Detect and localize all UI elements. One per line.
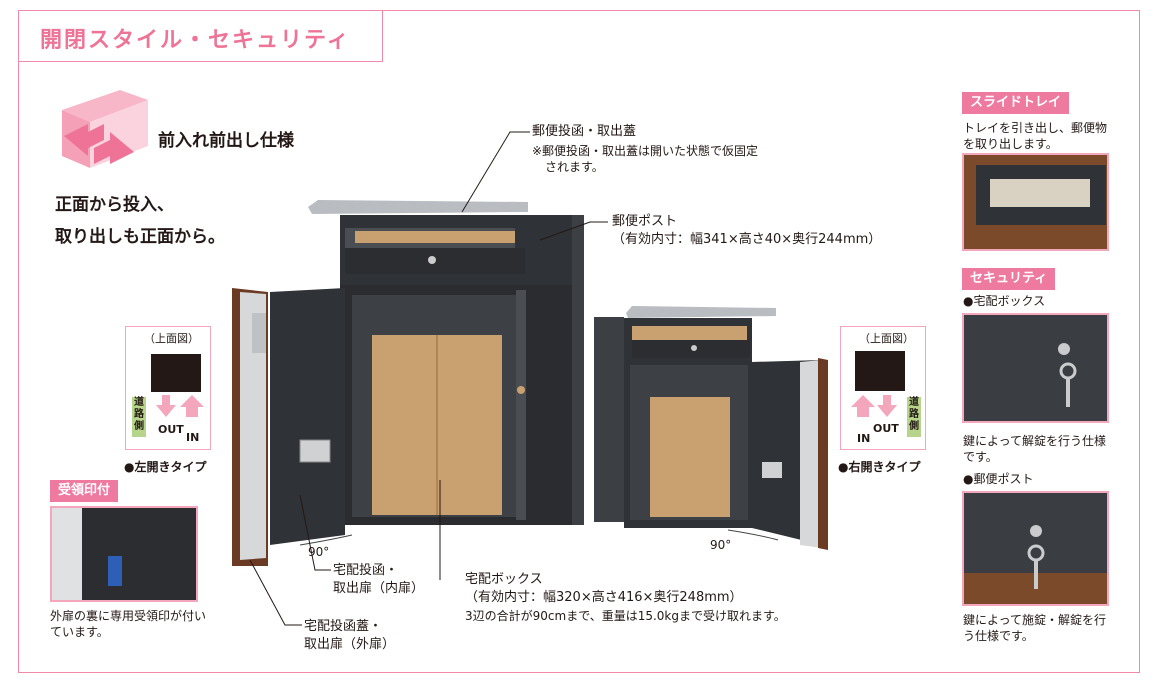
road-label-right: 道路側 [907, 397, 921, 437]
in-out-arrows-right-icon [851, 395, 897, 417]
parcel-key-caption: 鍵によって解錠を行う仕様です。 [963, 434, 1107, 464]
in-label-right: IN [857, 432, 871, 445]
out-label-left: OUT [158, 423, 184, 436]
top-view-right-box [855, 351, 905, 391]
mail-lid-note2: されます。 [545, 160, 604, 174]
top-view-left-title: （上面図） [144, 332, 199, 345]
in-out-arrows-left-icon [156, 395, 204, 417]
slide-tray-caption: トレイを引き出し、郵便物を取り出します。 [963, 121, 1108, 151]
stamp-badge: 受領印付 [50, 480, 119, 502]
stamp-photo-panel [52, 508, 82, 600]
mail-key-icon [1027, 525, 1045, 589]
slide-tray-badge: スライドトレイ [962, 92, 1070, 114]
mailbox-dims: （有効内寸：幅341×高さ40×奥行244mm） [612, 232, 882, 247]
security-mail-label: ●郵便ポスト [963, 472, 1034, 486]
stamp-icon [108, 556, 122, 586]
outer-door-label-1: 宅配投函蓋・ [304, 619, 383, 634]
headline-line2: 取り出しも正面から。 [55, 227, 225, 247]
parcel-box-dims: （有効内寸：幅320×高さ416×奥行248mm） [465, 590, 743, 605]
page-frame [18, 10, 1140, 673]
key-icon [1058, 343, 1077, 407]
left-open-type-label: ●左開きタイプ [124, 460, 207, 474]
slide-tray-photo [962, 153, 1109, 251]
parcel-box-title: 宅配ボックス [465, 572, 543, 587]
top-view-left: （上面図） 道路側 OUT IN [125, 326, 211, 450]
out-label-right: OUT [873, 422, 899, 435]
mail-lid-title: 郵便投函・取出蓋 [532, 124, 637, 139]
title-tab [18, 10, 383, 62]
slide-tray-mail [990, 179, 1090, 207]
stamp-photo [50, 506, 198, 602]
inner-door-label-1: 宅配投函・ [333, 563, 399, 578]
road-label-left: 道路側 [132, 397, 146, 437]
mailbox-title: 郵便ポスト [612, 214, 678, 229]
top-view-right-title: （上面図） [859, 332, 914, 345]
angle-left: 90° [308, 545, 330, 559]
in-label-left: IN [186, 431, 200, 444]
security-parcel-label: ●宅配ボックス [963, 294, 1046, 308]
top-view-right: （上面図） 道路側 OUT IN [840, 326, 926, 450]
mail-lid-note1: ※郵便投函・取出蓋は開いた状態で仮固定 [532, 144, 759, 158]
top-view-left-box [151, 354, 201, 392]
stamp-caption: 外扉の裏に専用受領印が付いています。 [50, 609, 207, 639]
security-badge: セキュリティ [962, 268, 1056, 290]
mail-key-photo [962, 491, 1109, 606]
headline-line1: 正面から投入、 [55, 195, 174, 215]
parcel-box-note: 3辺の合計が90cmまで、重量は15.0kgまで受け取れます。 [465, 609, 786, 623]
angle-right: 90° [710, 538, 732, 552]
inner-door-label-2: 取出扉（内扉） [333, 581, 425, 596]
page-title: 開閉スタイル・セキュリティ [40, 28, 351, 53]
mail-key-caption: 鍵によって施錠・解錠を行う仕様です。 [963, 613, 1107, 643]
right-open-type-label: ●右開きタイプ [838, 460, 921, 474]
parcel-key-photo [962, 313, 1109, 423]
outer-door-label-2: 取出扉（外扉） [304, 637, 396, 652]
feature-label: 前入れ前出し仕様 [158, 131, 294, 151]
